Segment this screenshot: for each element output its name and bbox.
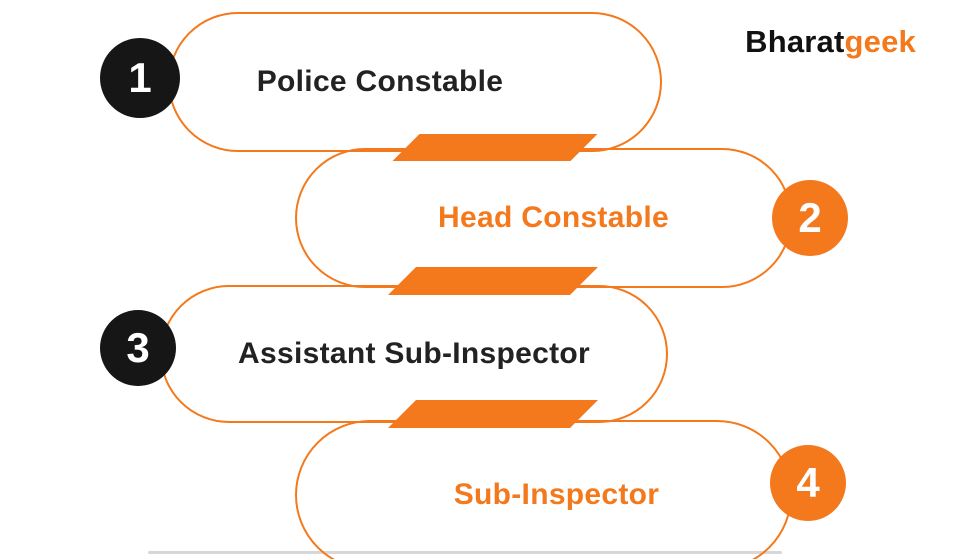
step-number-badge-1: 1	[100, 38, 180, 118]
step-number-badge-4: 4	[770, 445, 846, 521]
connector-parallelogram-1	[392, 134, 598, 161]
rank-label-head-constable: Head Constable	[438, 201, 669, 234]
brand-name-part2: geek	[844, 24, 916, 59]
connector-parallelogram-2	[388, 267, 598, 295]
rank-label-police-constable: Police Constable	[256, 65, 504, 98]
bottom-shadow-line	[148, 551, 782, 554]
connector-parallelogram-3	[388, 400, 598, 428]
brand-logo: Bharatgeek	[745, 24, 916, 60]
rank-label-assistant-sub-inspector: Assistant Sub-Inspector	[238, 337, 590, 370]
rank-pill-police-constable: Police Constable	[168, 12, 662, 152]
rank-label-sub-inspector: Sub-Inspector	[453, 478, 660, 511]
brand-name-part1: Bharat	[745, 24, 845, 59]
step-number-badge-3: 3	[100, 310, 176, 386]
step-number-badge-2: 2	[772, 180, 848, 256]
rank-pill-sub-inspector: Sub-Inspector	[295, 420, 792, 559]
